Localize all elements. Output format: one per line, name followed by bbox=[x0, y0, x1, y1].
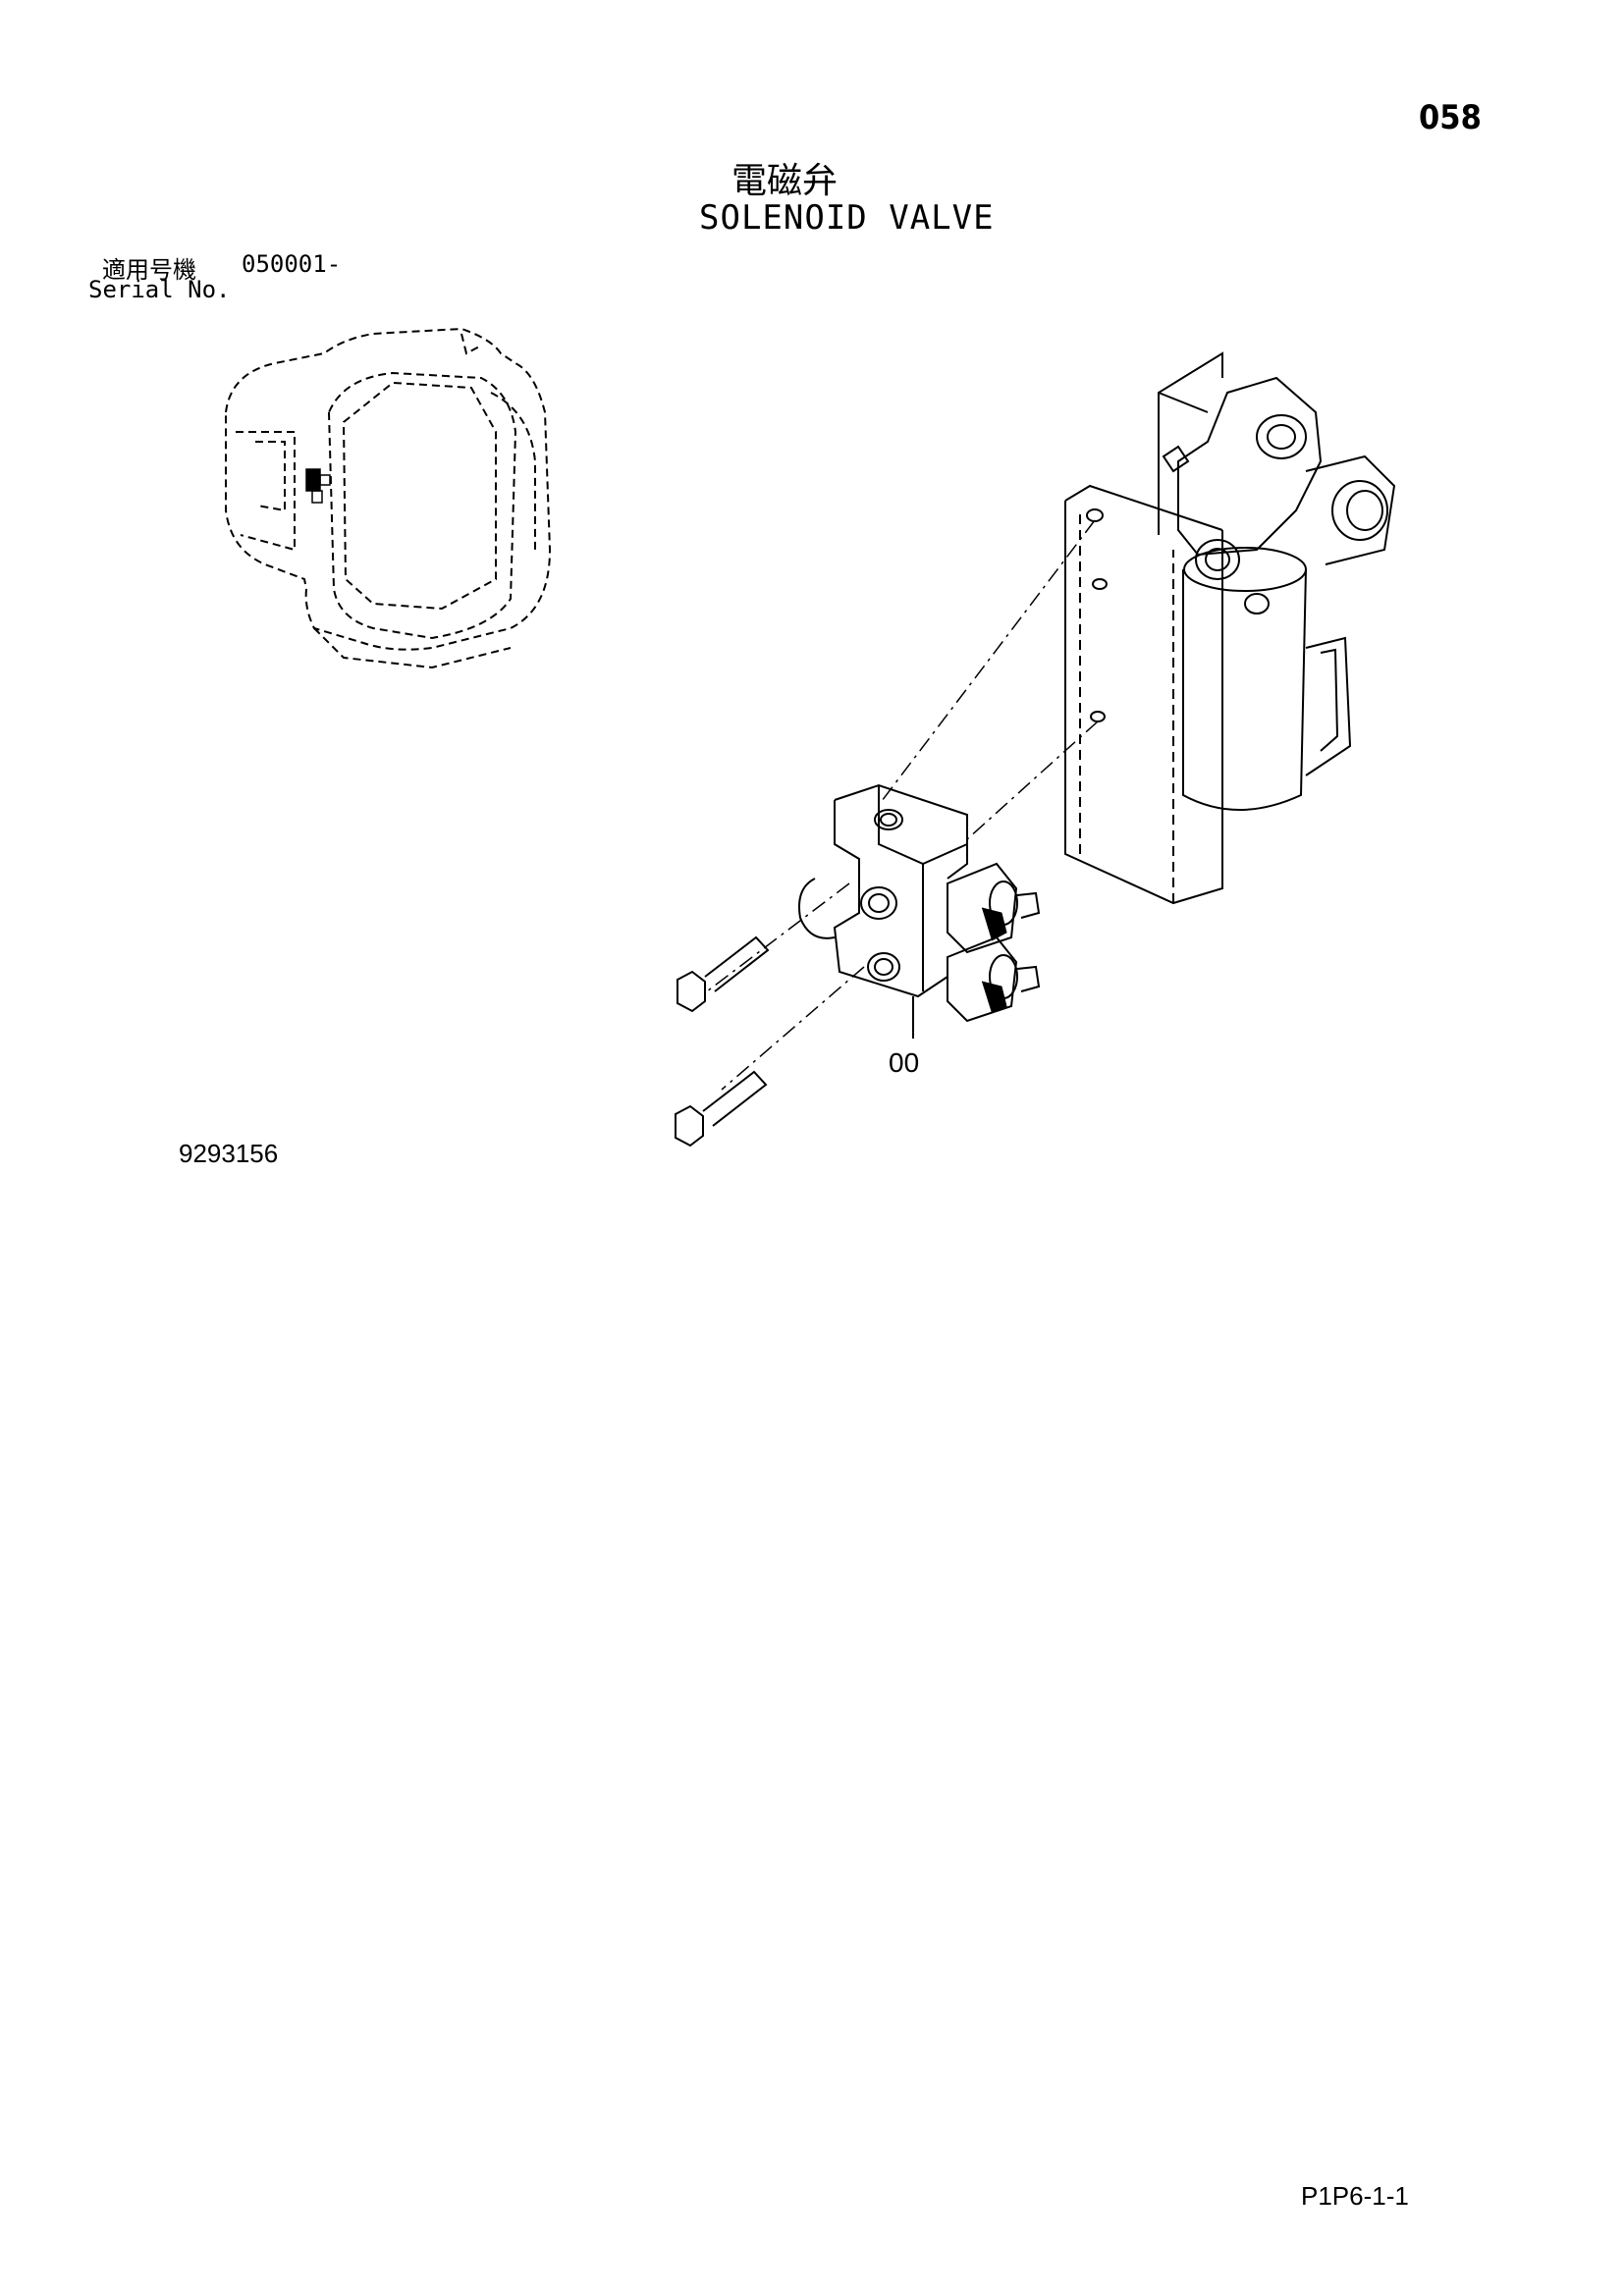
serial-range: 050001- bbox=[242, 250, 342, 278]
page-number: 058 bbox=[1419, 98, 1482, 137]
drawing-number: 9293156 bbox=[179, 1139, 279, 1168]
serial-label-japanese: 適用号機 bbox=[102, 256, 196, 284]
part-callout-00: 00 bbox=[889, 1047, 920, 1078]
page-title-english: SOLENOID VALVE bbox=[699, 198, 995, 238]
serial-label-english: Serial No. bbox=[88, 276, 231, 303]
page-title-japanese: 電磁弁 bbox=[731, 161, 839, 201]
page-code: P1P6-1-1 bbox=[1301, 2181, 1409, 2211]
